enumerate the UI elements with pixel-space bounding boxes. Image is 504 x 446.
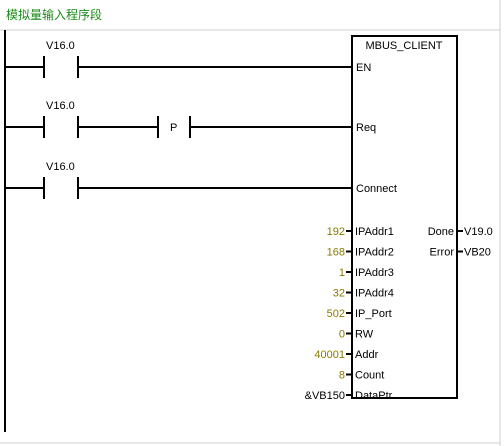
output-row[interactable]: Done V19.0 (428, 226, 493, 238)
parameter-label: IP_Port (355, 308, 392, 320)
parameter-value[interactable]: 40001 (314, 349, 345, 361)
block-name: MBUS_CLIENT (365, 40, 442, 52)
parameter-label: IPAddr4 (355, 288, 394, 300)
contact-address: V16.0 (46, 40, 75, 52)
output-label: Done (428, 226, 454, 238)
parameter-value[interactable]: 168 (327, 247, 345, 259)
parameter-label: IPAddr2 (355, 247, 394, 259)
contact-address: V16.0 (46, 100, 75, 112)
input-req: Req (356, 122, 376, 134)
parameter-row[interactable]: 0 RW (339, 329, 374, 341)
rung-1[interactable]: V16.0 (5, 40, 352, 78)
parameter-value[interactable]: 0 (339, 329, 345, 341)
parameter-value[interactable]: 192 (327, 226, 345, 238)
output-label: Error (430, 247, 455, 259)
block-box[interactable] (351, 35, 458, 399)
parameter-row[interactable]: 192 IPAddr1 (327, 226, 394, 238)
parameter-row[interactable]: 8 Count (339, 370, 384, 382)
parameter-label: IPAddr1 (355, 226, 394, 238)
parameter-row[interactable]: &VB150 DataPtr (305, 390, 393, 402)
parameter-label: RW (355, 329, 374, 341)
rung-3[interactable]: V16.0 (5, 161, 352, 199)
parameter-label: DataPtr (355, 390, 393, 402)
parameter-row[interactable]: 502 IP_Port (327, 308, 392, 320)
output-value[interactable]: V19.0 (464, 226, 493, 238)
block-parameters: 192 IPAddr1 168 IPAddr2 1 IPAddr3 32 IPAddr4 502… (305, 226, 394, 402)
parameter-label: Count (355, 370, 384, 382)
parameter-label: IPAddr3 (355, 267, 394, 279)
parameter-value[interactable]: 502 (327, 308, 345, 320)
parameter-label: Addr (355, 349, 379, 361)
parameter-value[interactable]: 1 (339, 267, 345, 279)
edge-label: P (170, 122, 177, 134)
parameter-value[interactable]: 8 (339, 370, 345, 382)
parameter-row[interactable]: 40001 Addr (314, 349, 378, 361)
output-value[interactable]: VB20 (464, 247, 491, 259)
mbus-client-block[interactable]: MBUS_CLIENT EN Req Connect (351, 35, 458, 399)
output-row[interactable]: Error VB20 (430, 247, 491, 259)
parameter-row[interactable]: 32 IPAddr4 (333, 288, 394, 300)
parameter-row[interactable]: 1 IPAddr3 (339, 267, 394, 279)
parameter-value[interactable]: &VB150 (305, 390, 345, 402)
contact-address: V16.0 (46, 161, 75, 173)
input-en: EN (356, 62, 371, 74)
parameter-row[interactable]: 168 IPAddr2 (327, 247, 394, 259)
network-title: 模拟量输入程序段 (6, 7, 102, 22)
input-connect: Connect (356, 183, 397, 195)
rung-2[interactable]: V16.0 P (5, 100, 352, 138)
parameter-value[interactable]: 32 (333, 288, 345, 300)
